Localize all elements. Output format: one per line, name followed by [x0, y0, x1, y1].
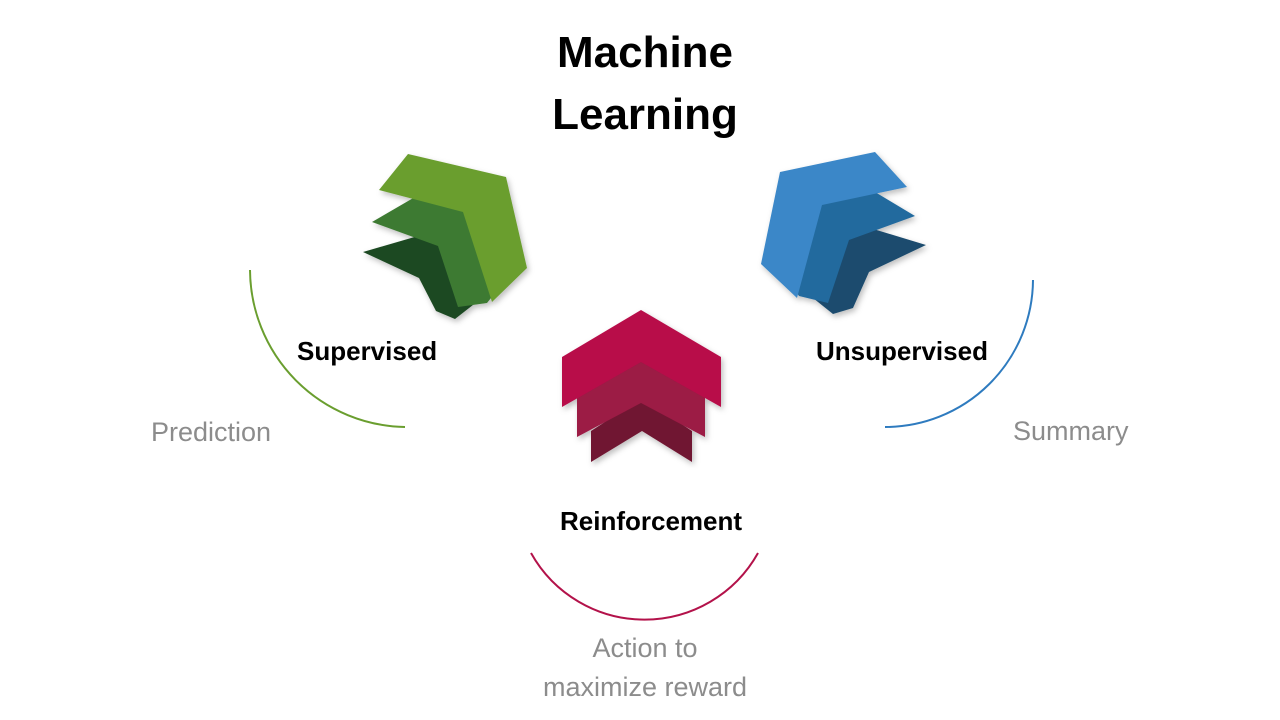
reinforcement-arc	[530, 552, 759, 621]
reinforcement-description-line-1: Action to	[592, 633, 698, 663]
supervised-chevron-front	[379, 154, 527, 302]
page-title: Machine Learning	[440, 22, 850, 146]
supervised-label: Supervised	[297, 336, 438, 366]
supervised-chevron-icon	[363, 154, 527, 319]
unsupervised-arc	[884, 279, 1034, 428]
unsupervised-chevron-icon	[761, 152, 926, 314]
reinforcement-label: Reinforcement	[560, 506, 743, 536]
supervised-arc	[249, 269, 406, 428]
title-line-1: Machine	[556, 28, 734, 77]
unsupervised-label: Unsupervised	[816, 336, 988, 366]
unsupervised-chevron-front	[761, 152, 907, 298]
title-line-2: Learning	[552, 90, 738, 139]
unsupervised-description: Summary	[1013, 416, 1129, 446]
reinforcement-chevron-icon	[562, 310, 721, 462]
supervised-description: Prediction	[151, 417, 272, 447]
reinforcement-description: Action to maximize reward	[500, 629, 790, 707]
reinforcement-chevron-front	[562, 310, 721, 407]
reinforcement-chevron-back	[591, 398, 692, 462]
reinforcement-description-line-2: maximize reward	[542, 672, 748, 702]
